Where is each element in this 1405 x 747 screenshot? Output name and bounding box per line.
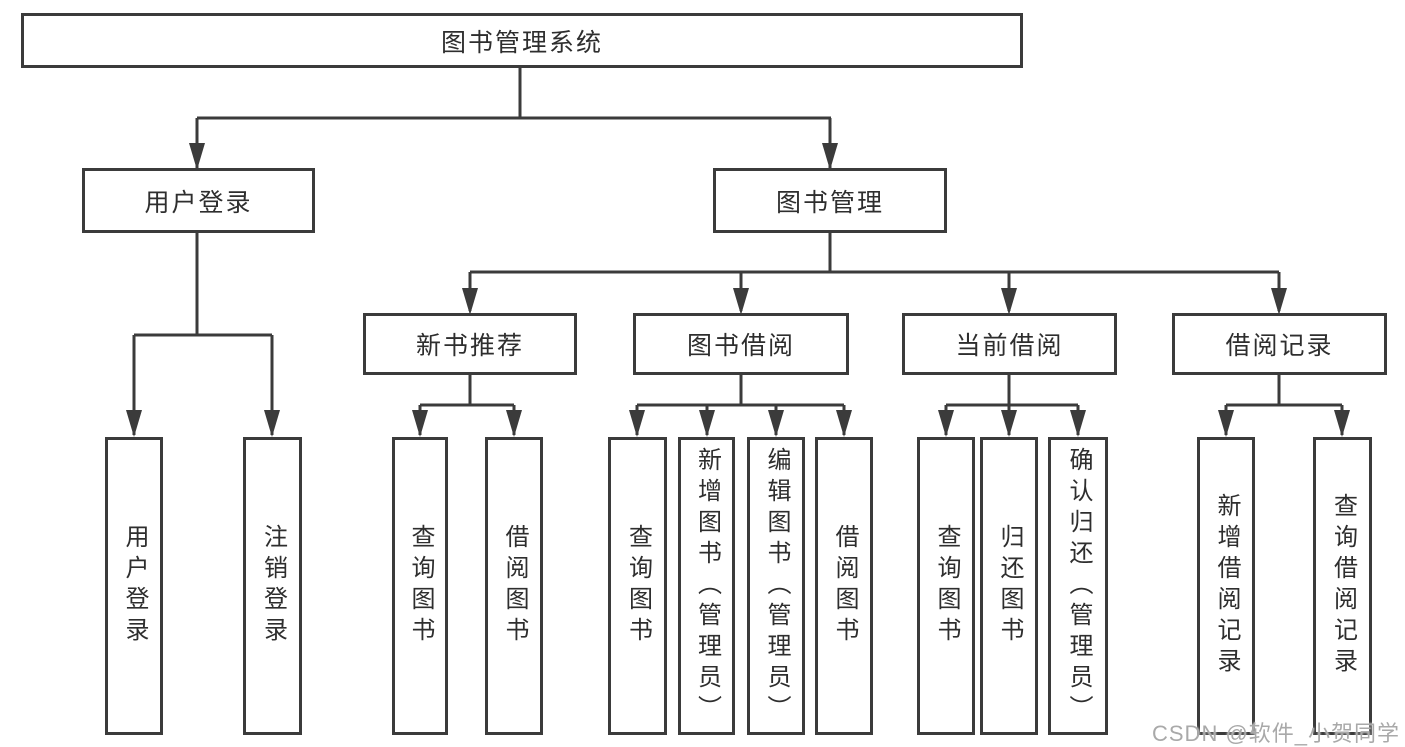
arrow-down-icon xyxy=(938,410,954,437)
leaf-logout-login: 注销登录 xyxy=(243,437,302,735)
arrow-down-icon xyxy=(1271,288,1287,315)
leaf-query-books-1: 查询图书 xyxy=(392,437,448,735)
arrow-down-icon xyxy=(629,410,645,437)
arrow-down-icon xyxy=(506,410,522,437)
node-new-book-recommend: 新书推荐 xyxy=(363,313,577,375)
arrow-down-icon xyxy=(1218,410,1234,437)
arrow-down-icon xyxy=(412,410,428,437)
arrow-down-icon xyxy=(699,410,715,437)
arrow-down-icon xyxy=(1334,410,1350,437)
leaf-edit-books-admin: 编辑图书（管理员） xyxy=(747,437,805,735)
leaf-query-borrow-record: 查询借阅记录 xyxy=(1313,437,1372,735)
arrow-down-icon xyxy=(1001,410,1017,437)
arrow-down-icon xyxy=(733,288,749,315)
arrow-down-icon xyxy=(126,410,142,437)
leaf-borrow-books-1: 借阅图书 xyxy=(485,437,543,735)
node-book-management: 图书管理 xyxy=(713,168,947,233)
arrow-down-icon xyxy=(768,410,784,437)
watermark: CSDN @软件_小贺同学 xyxy=(1152,721,1401,746)
leaf-return-books: 归还图书 xyxy=(980,437,1038,735)
leaf-borrow-books-2: 借阅图书 xyxy=(815,437,873,735)
node-user-login: 用户登录 xyxy=(82,168,315,233)
arrow-down-icon xyxy=(836,410,852,437)
leaf-add-borrow-record: 新增借阅记录 xyxy=(1197,437,1255,735)
leaf-query-books-3: 查询图书 xyxy=(917,437,975,735)
arrow-down-icon xyxy=(189,143,205,170)
node-current-borrowing: 当前借阅 xyxy=(902,313,1117,375)
leaf-query-books-2: 查询图书 xyxy=(608,437,667,735)
leaf-confirm-return-admin: 确认归还（管理员） xyxy=(1048,437,1108,735)
arrow-down-icon xyxy=(1001,288,1017,315)
arrow-down-icon xyxy=(264,410,280,437)
node-borrowing-records: 借阅记录 xyxy=(1172,313,1387,375)
arrow-down-icon xyxy=(462,288,478,315)
node-book-borrowing: 图书借阅 xyxy=(633,313,849,375)
leaf-user-login: 用户登录 xyxy=(105,437,163,735)
arrow-down-icon xyxy=(1070,410,1086,437)
leaf-add-books-admin: 新增图书（管理员） xyxy=(678,437,735,735)
node-root: 图书管理系统 xyxy=(21,13,1023,68)
arrow-down-icon xyxy=(822,143,838,170)
